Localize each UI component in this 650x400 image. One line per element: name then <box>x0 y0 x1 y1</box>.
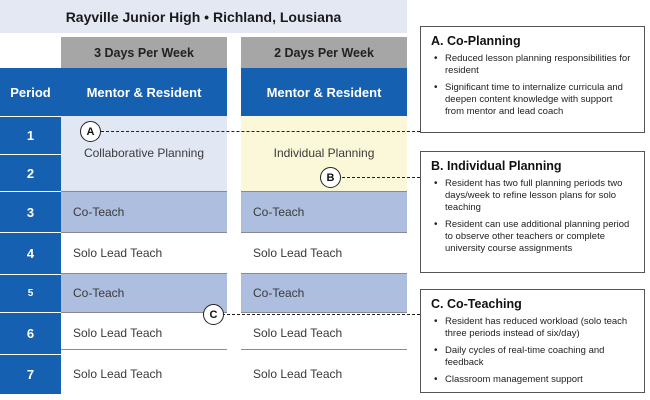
panel-b-bullet: Resident has two full planning periods t… <box>434 178 634 214</box>
marker-b: B <box>320 167 341 188</box>
panel-c-bullet: Daily cycles of real-time coaching and f… <box>434 345 634 369</box>
marker-c: C <box>203 304 224 325</box>
panel-co-planning: A. Co-Planning Reduced lesson planning r… <box>420 26 645 133</box>
period-number-4: 4 <box>0 232 61 274</box>
right-period-7: Solo Lead Teach <box>253 367 343 381</box>
panel-c-bullet: Resident has reduced workload (solo teac… <box>434 316 634 340</box>
panel-individual-planning: B. Individual Planning Resident has two … <box>420 151 645 273</box>
row-divider <box>241 349 407 350</box>
period-number-3: 3 <box>0 191 61 232</box>
right-period-5: Co-Teach <box>241 274 407 312</box>
connector-b <box>342 177 420 178</box>
left-period-4: Solo Lead Teach <box>73 246 163 260</box>
row-divider <box>61 232 227 233</box>
period-number-7: 7 <box>0 354 61 394</box>
row-divider <box>241 191 407 192</box>
right-period-3: Co-Teach <box>241 191 407 232</box>
panel-a-bullet: Significant time to internalize curricul… <box>434 82 634 118</box>
panel-c-title: C. Co-Teaching <box>431 297 522 311</box>
right-period-6: Solo Lead Teach <box>253 326 343 340</box>
connector-a <box>101 131 420 132</box>
right-individual-planning: Individual Planning <box>273 146 375 160</box>
period-number-2: 2 <box>0 154 61 191</box>
period-header: Period <box>0 68 61 116</box>
role-header-left: Mentor & Resident <box>61 68 227 116</box>
period-number-1: 1 <box>0 116 61 154</box>
panel-a-title: A. Co-Planning <box>431 34 521 48</box>
left-period-5: Co-Teach <box>61 274 227 312</box>
row-divider <box>241 312 407 313</box>
left-collaborative-planning: Collaborative Planning <box>83 146 205 160</box>
panel-b-list: Resident has two full planning periods t… <box>431 178 634 255</box>
panel-b-title: B. Individual Planning <box>431 159 562 173</box>
row-divider <box>241 273 407 274</box>
panel-a-list: Reduced lesson planning responsibilities… <box>431 53 634 118</box>
panel-b-bullet: Resident can use additional planning per… <box>434 219 634 255</box>
panel-c-bullet: Classroom management support <box>434 374 634 386</box>
school-title: Rayville Junior High • Richland, Lousian… <box>0 0 407 33</box>
left-period-3: Co-Teach <box>61 191 227 232</box>
row-divider <box>61 191 227 192</box>
column-header-2-days: 2 Days Per Week <box>241 37 407 68</box>
row-divider <box>61 273 227 274</box>
marker-a: A <box>80 121 101 142</box>
connector-c <box>222 314 420 315</box>
panel-co-teaching: C. Co-Teaching Resident has reduced work… <box>420 289 645 393</box>
period-number-6: 6 <box>0 312 61 354</box>
role-header-right: Mentor & Resident <box>241 68 407 116</box>
left-period-6: Solo Lead Teach <box>73 326 163 340</box>
left-period-7: Solo Lead Teach <box>73 367 163 381</box>
panel-c-list: Resident has reduced workload (solo teac… <box>431 316 634 386</box>
row-divider <box>241 232 407 233</box>
column-header-3-days: 3 Days Per Week <box>61 37 227 68</box>
row-divider <box>61 349 227 350</box>
right-period-4: Solo Lead Teach <box>253 246 343 260</box>
row-divider <box>61 312 227 313</box>
panel-a-bullet: Reduced lesson planning responsibilities… <box>434 53 634 77</box>
period-number-5: 5 <box>0 274 61 312</box>
